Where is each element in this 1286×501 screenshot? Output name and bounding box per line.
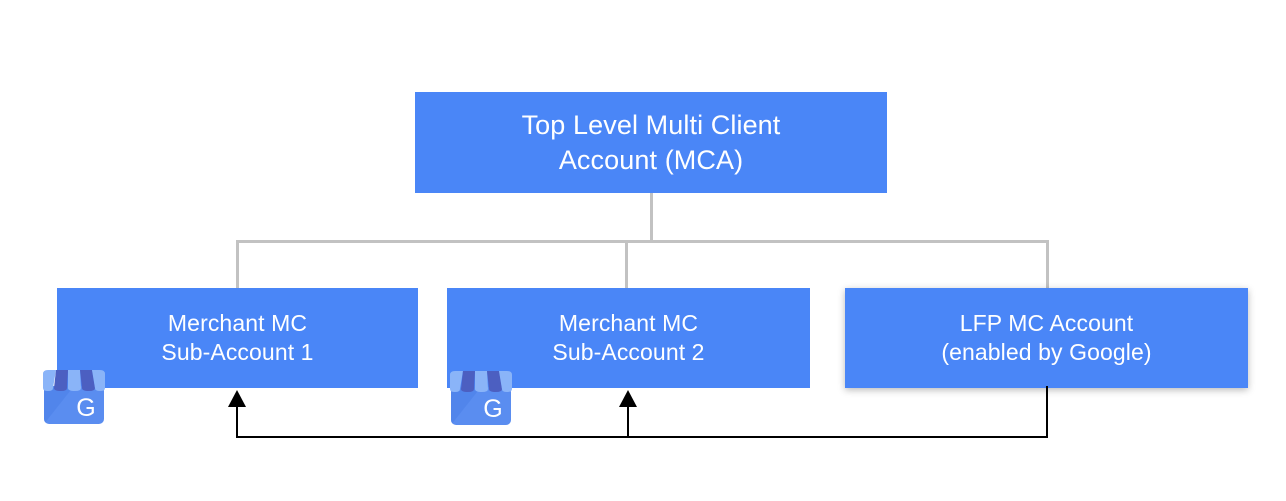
connector-drop-sub1 — [236, 240, 239, 291]
node-lfp-mc-account[interactable]: LFP MC Account (enabled by Google) — [845, 288, 1248, 388]
node-top-level-mca[interactable]: Top Level Multi Client Account (MCA) — [415, 92, 887, 193]
connector-horizontal-bus — [236, 240, 1049, 243]
connector-drop-sub2 — [625, 240, 628, 291]
node-merchant-mc-sub-account-2-line2: Sub-Account 2 — [552, 339, 705, 365]
node-merchant-mc-sub-account-1-line1: Merchant MC — [167, 310, 308, 337]
connector-top-stem — [650, 193, 653, 243]
gbp-letter-g: G — [76, 394, 95, 422]
gbp-letter-g: G — [483, 395, 502, 423]
feedback-arrow-riser-sub1 — [236, 402, 238, 437]
node-merchant-mc-sub-account-1-line2: Sub-Account 1 — [161, 339, 314, 365]
google-business-profile-icon: G — [447, 367, 515, 429]
feedback-arrow-riser-lfp — [1046, 386, 1048, 437]
feedback-arrow-riser-sub2 — [627, 402, 629, 437]
feedback-arrowhead-sub1-icon — [228, 390, 246, 407]
connector-drop-lfp — [1046, 240, 1049, 291]
node-lfp-mc-account-line2: (enabled by Google) — [941, 339, 1152, 365]
feedback-arrow-horizontal-bus — [236, 436, 1048, 438]
node-top-level-mca-line1: Top Level Multi Client — [521, 110, 781, 141]
feedback-arrowhead-sub2-icon — [619, 390, 637, 407]
node-lfp-mc-account-line1: LFP MC Account — [959, 310, 1134, 337]
node-merchant-mc-sub-account-2-line1: Merchant MC — [558, 310, 699, 337]
node-top-level-mca-line2: Account (MCA) — [558, 144, 744, 175]
google-business-profile-icon: G — [40, 366, 108, 428]
node-merchant-mc-sub-account-1[interactable]: Merchant MC Sub-Account 1 — [57, 288, 418, 388]
